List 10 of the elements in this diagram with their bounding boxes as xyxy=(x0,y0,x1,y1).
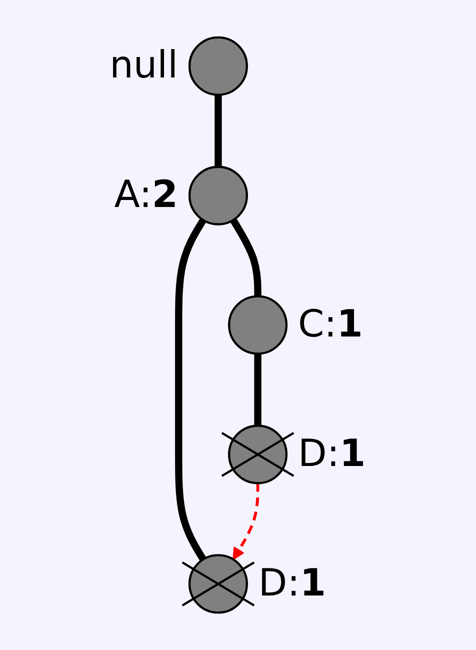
tree-edge xyxy=(175,218,206,562)
node-label: D:1 xyxy=(298,436,366,474)
tree-edge xyxy=(254,354,262,426)
node-label: C:1 xyxy=(298,306,363,344)
node-label: D:1 xyxy=(258,565,326,603)
arrow xyxy=(232,483,260,560)
tree-edge xyxy=(214,94,222,167)
tree-edge xyxy=(230,218,262,296)
node-label: null xyxy=(110,47,178,85)
node-label: A:2 xyxy=(114,176,178,214)
